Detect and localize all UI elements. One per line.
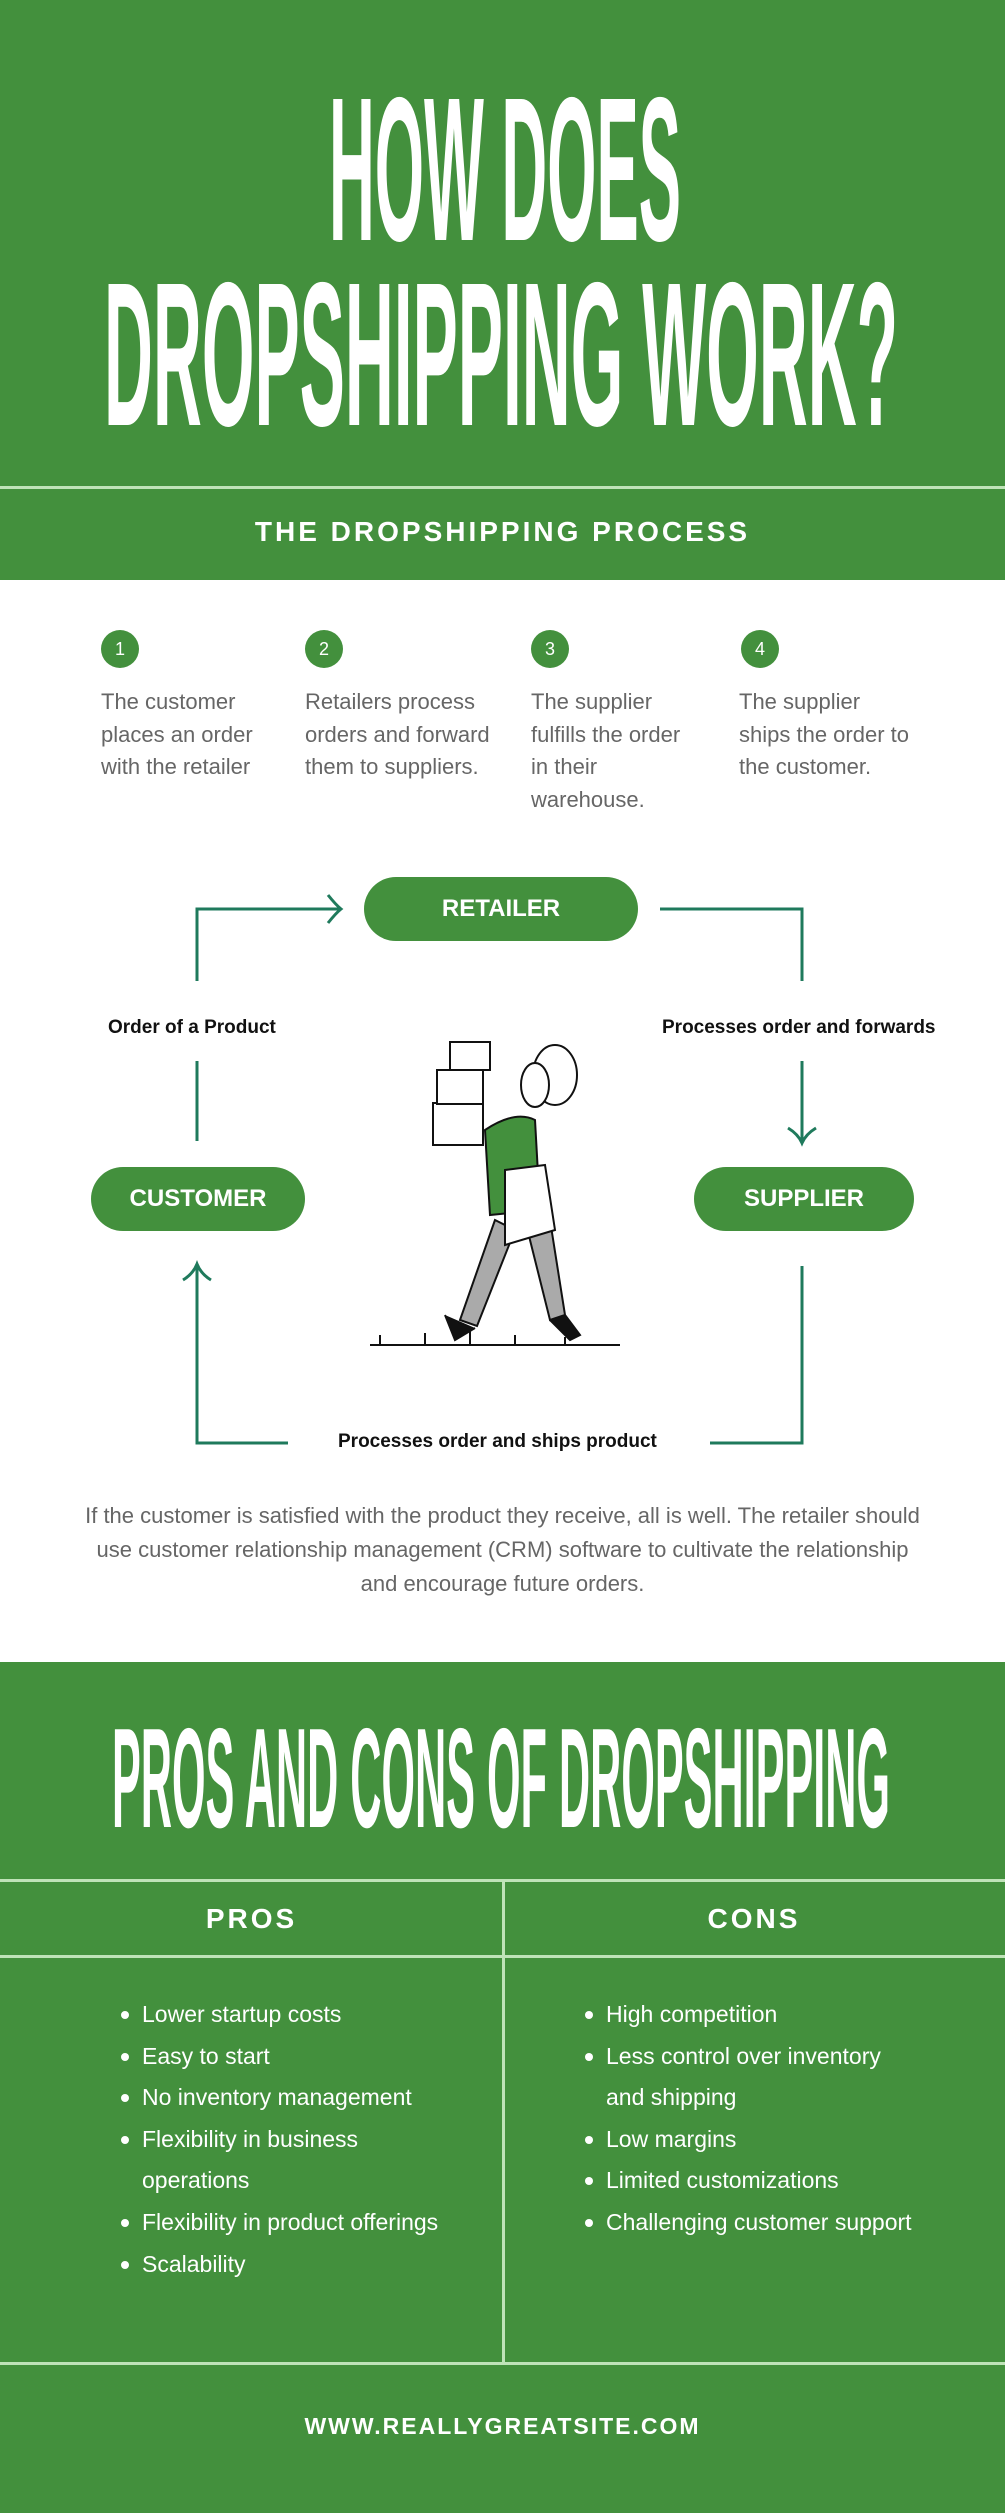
retailer-node: RETAILER (364, 877, 638, 941)
cons-heading: CONS (707, 1903, 801, 1934)
divider (0, 486, 1005, 489)
divider (0, 2362, 1005, 2365)
step-number: 4 (741, 630, 779, 668)
process-heading: THE DROPSHIPPING PROCESS (254, 516, 751, 547)
step-text: Retailers process orders and forward the… (305, 689, 490, 779)
list-item: Less control over inventory and shipping (585, 2036, 916, 2119)
flow-connectors (182, 894, 817, 1445)
list-item: Challenging customer support (585, 2202, 916, 2244)
page-title-line1: HOW DOES (329, 80, 681, 284)
list-item: High competition (585, 1994, 916, 2036)
hero-section (0, 0, 1005, 580)
pros-list: Lower startup costs Easy to start No inv… (121, 1994, 452, 2286)
person-carrying-boxes-illustration (370, 1041, 620, 1346)
step-number: 2 (305, 630, 343, 668)
list-item: Limited customizations (585, 2160, 916, 2202)
label-order-of-product: Order of a Product (108, 1017, 276, 1038)
connector-customer-retailer (195, 894, 344, 1141)
list-item: Lower startup costs (121, 1994, 452, 2036)
list-item: Easy to start (121, 2036, 452, 2078)
list-item: Flexibility in business operations (121, 2119, 452, 2202)
website-link[interactable]: WWW.REALLYGREATSITE.COM (304, 2413, 701, 2439)
step-text: The supplier ships the order to the cust… (739, 689, 909, 779)
summary-paragraph: If the customer is satisfied with the pr… (85, 1503, 920, 1596)
step-text: The customer places an order with the re… (101, 689, 253, 779)
supplier-node: SUPPLIER (694, 1167, 914, 1231)
pros-cons-title-wrap: PROS AND CONS OF DROPSHIPPING (112, 1715, 890, 1835)
pros-cons-title: PROS AND CONS OF DROPSHIPPING (112, 1715, 890, 1835)
page-title: HOW DOES DROPSHIPPING WORK? (104, 80, 898, 430)
cons-list: High competition Less control over inven… (585, 1994, 916, 2244)
list-item: Low margins (585, 2119, 916, 2161)
label-processes-ships: Processes order and ships product (338, 1431, 657, 1452)
list-item: No inventory management (121, 2077, 452, 2119)
connector-retailer-supplier (660, 907, 817, 1147)
list-item: Scalability (121, 2244, 452, 2286)
step-number: 3 (531, 630, 569, 668)
customer-node: CUSTOMER (91, 1167, 305, 1231)
pros-heading: PROS (205, 1903, 298, 1934)
label-processes-forwards: Processes order and forwards (662, 1017, 936, 1038)
step-text: The supplier fulfills the order in their… (531, 689, 681, 812)
connector-supplier-customer (182, 1259, 804, 1445)
page-title-line2: DROPSHIPPING WORK? (104, 240, 898, 430)
step-number: 1 (101, 630, 139, 668)
column-divider (502, 1880, 505, 2363)
list-item: Flexibility in product offerings (121, 2202, 452, 2244)
